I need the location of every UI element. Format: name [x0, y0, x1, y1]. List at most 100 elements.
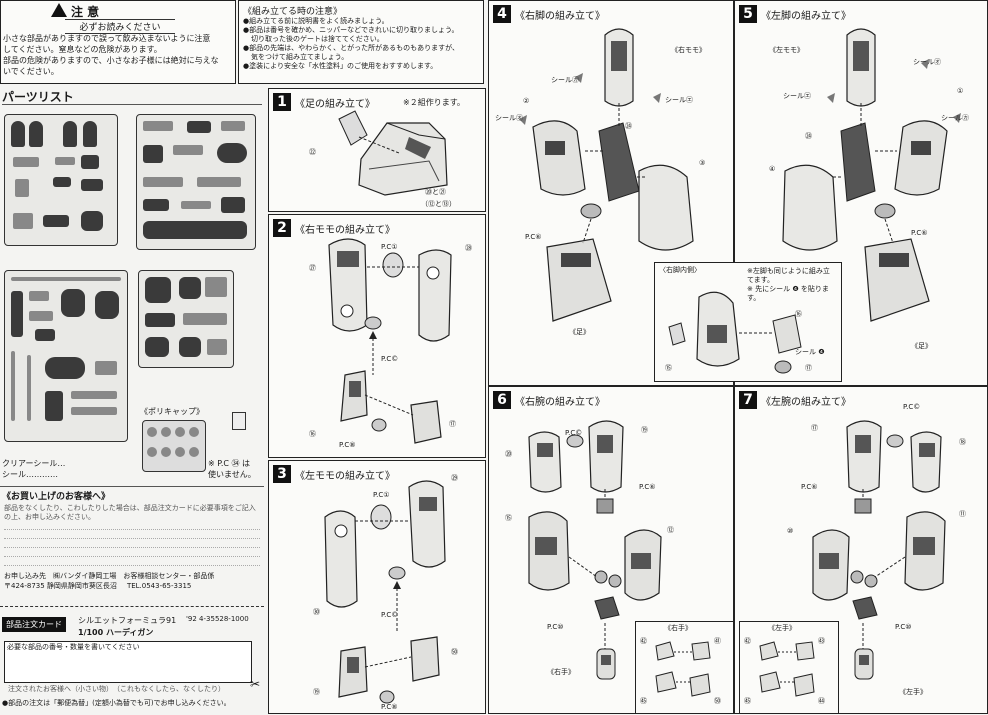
- part-label: ⑳と㉑: [425, 188, 446, 196]
- part-label: ⑫: [667, 526, 674, 534]
- step-title: 《右モモの組み立て》: [295, 224, 395, 236]
- part-label: ㉘: [465, 244, 472, 252]
- caution-line: いでください。: [3, 67, 59, 76]
- part-label: ⑩: [787, 527, 794, 535]
- part-label: ④: [769, 165, 776, 173]
- notes-line: ●部品の先端は、やわらかく、とがった所があるものもありますが、: [243, 44, 459, 52]
- hand-title: 《左手》: [768, 624, 796, 632]
- part-label: ㉒: [309, 148, 316, 156]
- inset-note-line: てます。: [747, 276, 774, 284]
- customer-contact: お申し込み先 ㈱バンダイ静岡工場 お客様相談センター・部品係: [4, 572, 215, 580]
- part-label: ㊿: [714, 697, 721, 705]
- part-label: シール㋓: [783, 92, 811, 100]
- notes-line: ●塗装により安全な「水性塗料」のご使用をおすすめします。: [243, 62, 438, 70]
- step-2-panel: 2 《右モモの組み立て》 P.C① ㉗ ㉘ P.C© ⑯ P.C⑧ ⑰: [268, 214, 486, 458]
- part-label: P.C©: [903, 403, 921, 411]
- polycap-label: 《ポリキャップ》: [140, 407, 204, 416]
- part-label: ⑲: [313, 688, 320, 696]
- part-label: P.C⑥: [801, 483, 818, 491]
- part-label: 《左モモ》: [769, 46, 804, 54]
- step-title: 《右脚の組み立て》: [515, 10, 605, 22]
- step-title: 《左脚の組み立て》: [761, 10, 851, 22]
- part-label: P.C©: [381, 355, 399, 363]
- step-title: 《足の組み立て》: [295, 98, 375, 110]
- inset-title: 〈右脚内側〉: [659, 266, 701, 274]
- part-label: ㉙: [451, 474, 458, 482]
- part-label: P.C①: [373, 491, 390, 499]
- notes-title: 《組み立てる時の注意》: [243, 7, 343, 17]
- hand-title: 《右手》: [664, 624, 692, 632]
- caution-line: してください。窒息などの危険があります。: [3, 45, 162, 54]
- step-title: 《左腕の組み立て》: [761, 396, 851, 408]
- assembly-notes-box: 《組み立てる時の注意》 ●組み立てる前に説明書をよく読みましょう。 ●部品は番号…: [238, 0, 484, 84]
- caution-line: 小さな部品がありますので誤って飲み込まないように注意: [3, 34, 211, 43]
- legend-sticker: シール…………: [2, 470, 58, 479]
- part-label: ②: [523, 97, 530, 105]
- polycap-small-piece: [232, 412, 246, 430]
- part-label: P.C⑩: [895, 623, 912, 631]
- step-number: 3: [273, 465, 291, 483]
- part-label: ①: [957, 87, 964, 95]
- part-label: ㊸: [818, 637, 825, 645]
- part-label: P.C⑥: [525, 233, 542, 241]
- step-6-panel: 6 《右腕の組み立て》 P.C© ⑲ ⑳ P.C⑥ ⑮ ⑫ P.C⑩ 《右手》 …: [488, 386, 734, 714]
- customer-title: 《お買い上げのお客様へ》: [2, 492, 111, 502]
- step-3-panel: 3 《左モモの組み立て》 P.C① ㉙ ㉚ P.C© ⑲ P.C⑧ ㊿: [268, 460, 486, 714]
- part-label: ⑮: [665, 364, 672, 372]
- right-arm-diagram: [528, 420, 662, 680]
- part-label: ⑪: [959, 510, 966, 518]
- sprue-b: [136, 114, 256, 250]
- order-footer-note: 注文されたお客様へ（小さい物） （これもなくしたら、なくしたり）: [8, 685, 225, 693]
- customer-info: 《お買い上げのお客様へ》 部品をなくしたり、こわしたりした場合は、部品注文カード…: [0, 486, 264, 606]
- part-label: 《右手》: [547, 668, 575, 676]
- step-number: 4: [493, 5, 511, 23]
- right-hand-inset: 《右手》 ㊷ ㊶ ㊺ ㊿: [635, 621, 733, 713]
- polycap-sprue: [142, 420, 206, 472]
- sprue-c: [4, 270, 128, 442]
- order-product-line1: シルエットフォーミュラ91: [78, 616, 177, 625]
- order-code: '92 4-35528-1000: [186, 615, 249, 623]
- part-label: ㊿: [451, 648, 458, 656]
- step-title: 《右腕の組み立て》: [515, 396, 605, 408]
- order-fields-label: 必要な部品の番号・数量を書いてください: [7, 643, 140, 651]
- legend-clear-sticker: クリアーシール…: [2, 459, 66, 468]
- part-label: ㉗: [309, 264, 316, 272]
- part-label: P.C⑥: [911, 229, 928, 237]
- part-label: 《足》: [569, 328, 590, 336]
- notes-line: 気をつけて組み立てましょう。: [251, 53, 349, 61]
- warning-icon: [51, 3, 67, 17]
- step-1-panel: 1 《足の組み立て》 ※２組作ります。 ㉒ ⑳と㉑ （⑫と⑬）: [268, 88, 486, 212]
- part-label: ㊹: [818, 697, 825, 705]
- notes-line: 切り取った後のゲートは捨ててください。: [251, 35, 384, 43]
- part-label: ⑯: [309, 430, 316, 438]
- step-number: 6: [493, 391, 511, 409]
- inset-note-line: ※ 先にシール ❹ を貼ります。: [747, 285, 829, 302]
- left-hand-diagram: [759, 641, 815, 697]
- order-fields-box[interactable]: 必要な部品の番号・数量を書いてください: [4, 641, 252, 683]
- part-label: シール㋓: [665, 96, 693, 104]
- step-note: ※２組作ります。: [403, 98, 465, 107]
- right-leg-inner-inset: 〈右脚内側〉 ※左脚も同じように組み立 てます。 ※ 先にシール ❹ を貼ります…: [654, 262, 842, 382]
- step-number: 1: [273, 93, 291, 111]
- part-label: ㉚: [313, 608, 320, 616]
- parts-list-section: パーツリスト: [0, 86, 264, 486]
- part-label: ⑮: [505, 514, 512, 522]
- caution-subtitle: 必ずお読みください: [65, 19, 175, 34]
- part-label: ㉔: [625, 122, 632, 130]
- part-label: ③: [699, 159, 706, 167]
- left-leg-diagram: [782, 28, 961, 322]
- part-label: シール ❹: [795, 348, 825, 356]
- part-label: P.C©: [381, 611, 399, 619]
- part-label: ㊺: [744, 697, 751, 705]
- part-label: （⑫と⑬）: [421, 200, 456, 208]
- part-label: ㊷: [640, 637, 647, 645]
- order-card: 部品注文カード シルエットフォーミュラ91 '92 4-35528-1000 1…: [0, 606, 264, 715]
- step-title: 《左モモの組み立て》: [295, 470, 395, 482]
- inset-diagram: [668, 291, 802, 374]
- step-number: 5: [739, 5, 757, 23]
- part-label: ⑰: [811, 424, 818, 432]
- sprue-d: [138, 270, 234, 368]
- caution-box: 注 意 必ずお読みください 小さな部品がありますので誤って飲み込まないように注意…: [0, 0, 236, 84]
- step-number: 2: [273, 219, 291, 237]
- caution-line: 部品の危険がありますので、小さなお子様には絶対に与えな: [3, 56, 219, 65]
